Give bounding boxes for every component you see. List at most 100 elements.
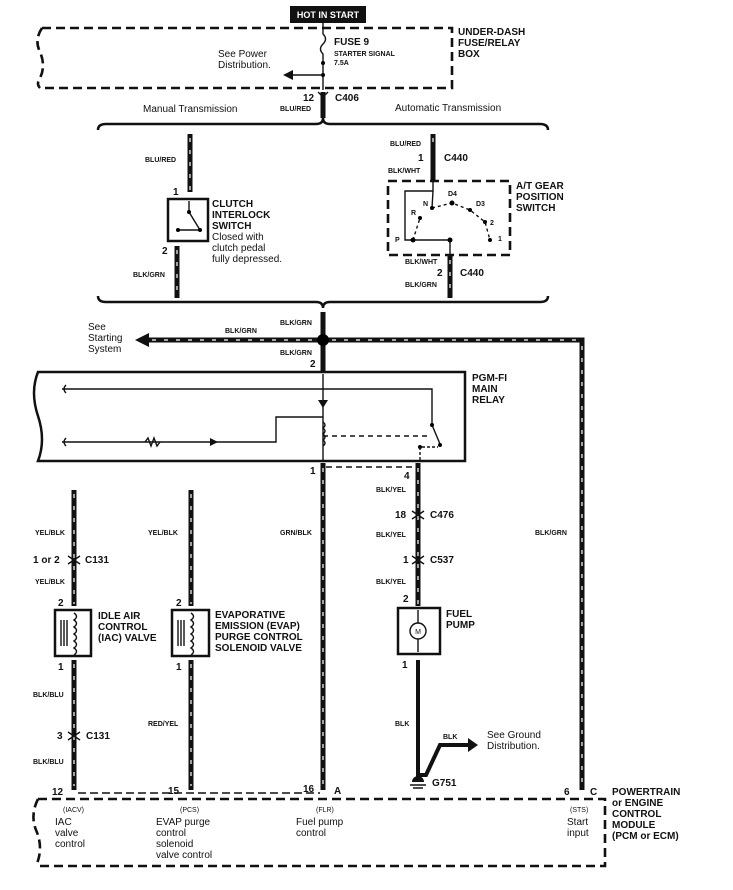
svg-text:IAC: IAC	[55, 817, 72, 828]
svg-text:solenoid: solenoid	[156, 839, 193, 850]
pcm-box-outline	[36, 797, 607, 868]
svg-text:C131: C131	[85, 555, 109, 566]
svg-text:PURGE CONTROL: PURGE CONTROL	[215, 632, 303, 643]
svg-text:BLK/WHT: BLK/WHT	[388, 168, 421, 175]
connector-c406: 12 C406 BLU/RED	[280, 93, 359, 113]
at-gear-position-switch: BLU/RED 1 C440 BLK/WHT A/T GEAR POSITION…	[388, 141, 565, 289]
svg-text:6: 6	[564, 787, 570, 798]
automatic-transmission-label: Automatic Transmission	[395, 103, 501, 114]
svg-text:2: 2	[162, 246, 168, 257]
svg-text:RED/YEL: RED/YEL	[148, 721, 179, 728]
svg-text:12: 12	[52, 787, 64, 798]
svg-text:fully depressed.: fully depressed.	[212, 254, 282, 265]
svg-text:BLU/RED: BLU/RED	[280, 106, 311, 113]
svg-text:See Ground: See Ground	[487, 730, 541, 741]
svg-text:(IACV): (IACV)	[63, 807, 84, 814]
svg-text:3: 3	[57, 731, 63, 742]
svg-text:1: 1	[176, 662, 182, 673]
svg-text:C440: C440	[460, 268, 484, 279]
svg-text:1: 1	[58, 662, 64, 673]
relay-box-outline	[32, 370, 467, 463]
svg-text:(IAC) VALVE: (IAC) VALVE	[98, 633, 157, 644]
hot-in-start-badge	[290, 6, 366, 23]
svg-text:control: control	[55, 839, 85, 850]
iac-valve-circuit: YEL/BLK 1 or 2 C131 YEL/BLK 2 IDLE AIR C…	[33, 530, 157, 766]
svg-text:INTERLOCK: INTERLOCK	[212, 210, 271, 221]
motor-symbol: M	[415, 629, 421, 636]
svg-text:C440: C440	[444, 153, 468, 164]
top-brace	[96, 117, 550, 131]
under-dash-fuse-relay-box: UNDER-DASH FUSE/RELAY BOX FUSE 9 STARTER…	[218, 27, 525, 71]
svg-text:FUSE/RELAY: FUSE/RELAY	[458, 38, 521, 49]
svg-text:System: System	[88, 344, 121, 355]
svg-text:Distribution.: Distribution.	[487, 741, 540, 752]
diagram-graphics	[32, 6, 607, 868]
svg-text:A: A	[334, 786, 341, 797]
svg-text:valve: valve	[55, 828, 79, 839]
svg-text:BLU/RED: BLU/RED	[390, 141, 421, 148]
svg-text:BLK/GRN: BLK/GRN	[225, 328, 257, 335]
svg-text:YEL/BLK: YEL/BLK	[35, 530, 65, 537]
svg-text:FUSE 9: FUSE 9	[334, 37, 369, 48]
manual-transmission-label: Manual Transmission	[143, 104, 237, 115]
svg-text:1: 1	[418, 153, 424, 164]
svg-text:YEL/BLK: YEL/BLK	[35, 579, 65, 586]
svg-text:BLK/YEL: BLK/YEL	[376, 532, 407, 539]
svg-text:clutch pedal: clutch pedal	[212, 243, 265, 254]
svg-text:BLK/YEL: BLK/YEL	[376, 579, 407, 586]
svg-text:A/T GEAR: A/T GEAR	[516, 181, 565, 192]
svg-text:2: 2	[58, 598, 64, 609]
svg-text:BLK/WHT: BLK/WHT	[405, 259, 438, 266]
svg-text:Fuel pump: Fuel pump	[296, 817, 344, 828]
svg-text:FUEL: FUEL	[446, 609, 472, 620]
svg-text:D4: D4	[448, 191, 457, 198]
svg-text:CONTROL: CONTROL	[612, 809, 661, 820]
svg-text:PUMP: PUMP	[446, 620, 475, 631]
svg-text:SWITCH: SWITCH	[516, 203, 555, 214]
svg-text:2: 2	[437, 268, 443, 279]
svg-text:BLK: BLK	[395, 721, 409, 728]
clutch-switch-box	[166, 197, 210, 243]
svg-text:YEL/BLK: YEL/BLK	[148, 530, 178, 537]
svg-text:Start: Start	[567, 817, 588, 828]
pcm-ecm-module: 12 15 16 A 6 C (IACV) IAC valve control …	[52, 784, 680, 861]
svg-text:BLK: BLK	[443, 734, 457, 741]
evap-purge-solenoid-circuit: YEL/BLK 2 EVAPORATIVE EMISSION (EVAP) PU…	[148, 530, 303, 728]
svg-text:BLK/BLU: BLK/BLU	[33, 759, 64, 766]
svg-text:4: 4	[404, 471, 410, 482]
fuel-pump-relay-wire-label: GRN/BLK	[280, 530, 312, 537]
svg-text:1: 1	[310, 466, 316, 477]
svg-text:C131: C131	[86, 731, 110, 742]
svg-text:EMISSION (EVAP): EMISSION (EVAP)	[215, 621, 300, 632]
svg-text:1: 1	[402, 660, 408, 671]
svg-text:D3: D3	[476, 201, 485, 208]
svg-text:CLUTCH: CLUTCH	[212, 199, 253, 210]
svg-text:BLK/YEL: BLK/YEL	[376, 487, 407, 494]
svg-text:P: P	[395, 237, 400, 244]
svg-text:2: 2	[403, 594, 409, 605]
svg-text:BLK/GRN: BLK/GRN	[280, 350, 312, 357]
svg-text:BLK/GRN: BLK/GRN	[133, 272, 165, 279]
svg-text:See: See	[88, 322, 106, 333]
hot-in-start-label: HOT IN START	[297, 10, 360, 20]
junction-dot	[317, 334, 329, 346]
svg-text:MAIN: MAIN	[472, 384, 498, 395]
svg-text:or ENGINE: or ENGINE	[612, 798, 663, 809]
svg-text:C476: C476	[430, 510, 454, 521]
svg-text:CONTROL: CONTROL	[98, 622, 147, 633]
start-input-wire-label: BLK/GRN	[535, 530, 567, 537]
svg-text:C406: C406	[335, 93, 359, 104]
svg-text:1: 1	[173, 187, 179, 198]
svg-text:C537: C537	[430, 555, 454, 566]
pgm-fi-main-relay: PGM-FI MAIN RELAY 1 4	[310, 373, 507, 482]
svg-text:EVAP purge: EVAP purge	[156, 817, 211, 828]
svg-text:1: 1	[403, 555, 409, 566]
fuel-pump-circuit: BLK/YEL 18 C476 BLK/YEL 1 C537 BLK/YEL 2…	[376, 487, 541, 789]
svg-text:(PCM or ECM): (PCM or ECM)	[612, 831, 679, 842]
svg-text:BOX: BOX	[458, 49, 480, 60]
bottom-brace	[96, 295, 550, 309]
svg-text:PGM-FI: PGM-FI	[472, 373, 507, 384]
svg-text:G751: G751	[432, 778, 457, 789]
arrow-left-icon	[135, 333, 149, 347]
